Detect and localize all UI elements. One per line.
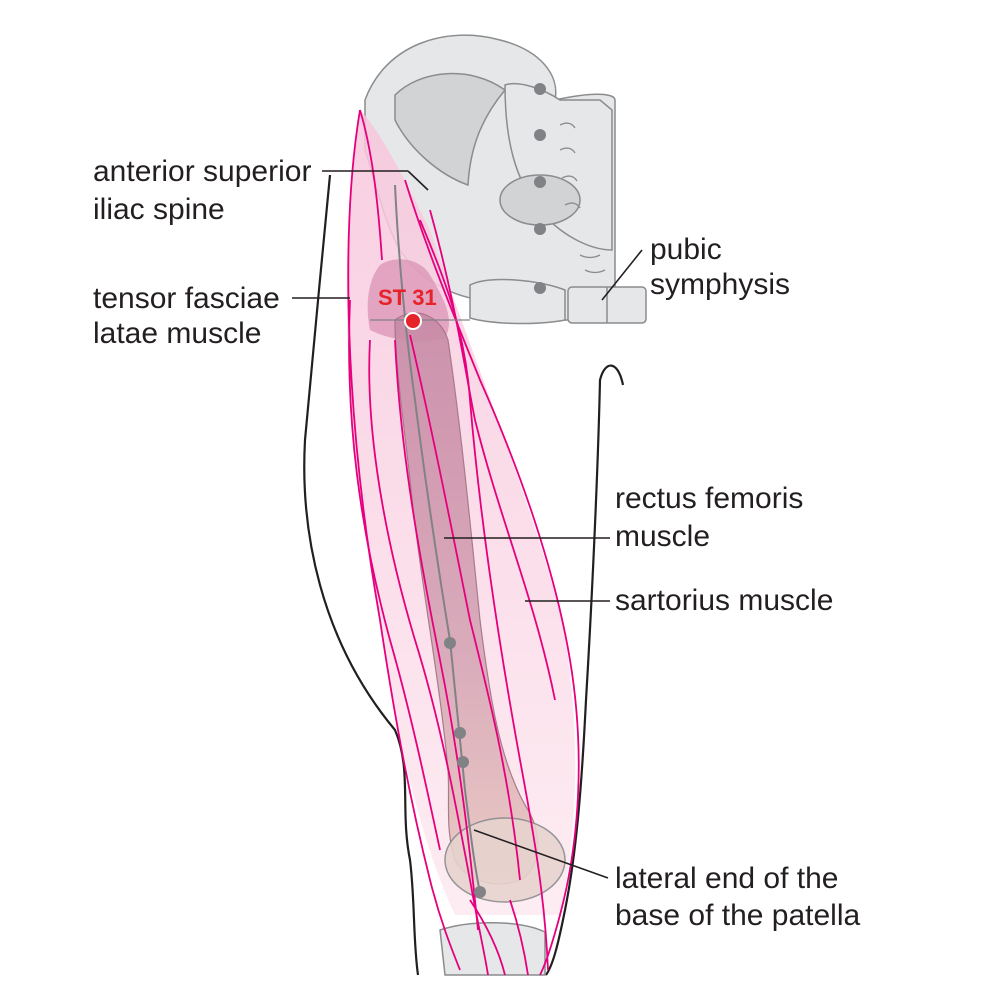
tfl-label-line2: latae muscle	[93, 317, 261, 350]
meridian-point	[534, 176, 546, 188]
tfl-label-line1: tensor fasciae	[93, 282, 280, 315]
pubic-label-line1: pubic	[650, 233, 722, 266]
meridian-point	[474, 886, 486, 898]
meridian-point	[444, 637, 456, 649]
meridian-point	[534, 223, 546, 235]
st31-marker[interactable]	[404, 312, 422, 330]
leader-lines	[292, 170, 643, 879]
thigh-outline	[303, 174, 625, 976]
sartorius-label: sartorius muscle	[615, 584, 833, 617]
meridian-point	[457, 756, 469, 768]
asis-label-line2: iliac spine	[93, 193, 225, 226]
meridian-point	[534, 83, 546, 95]
muscle-fibres	[347, 109, 580, 976]
st31-label: ST 31	[378, 285, 437, 310]
meridian-point	[534, 129, 546, 141]
labels: anterior superior iliac spine tensor fas…	[93, 155, 861, 932]
meridian-point	[534, 282, 546, 294]
patella-label-line1: lateral end of the	[615, 862, 839, 895]
patella-label-line2: base of the patella	[615, 899, 861, 932]
pubic-label-line2: symphysis	[650, 268, 790, 301]
asis-label-line1: anterior superior	[93, 155, 311, 188]
rectus-label-line1: rectus femoris	[615, 482, 803, 515]
st31-acupoint[interactable]: ST 31	[370, 285, 470, 330]
rectus-label-line2: muscle	[615, 520, 710, 553]
meridian-point	[454, 727, 466, 739]
